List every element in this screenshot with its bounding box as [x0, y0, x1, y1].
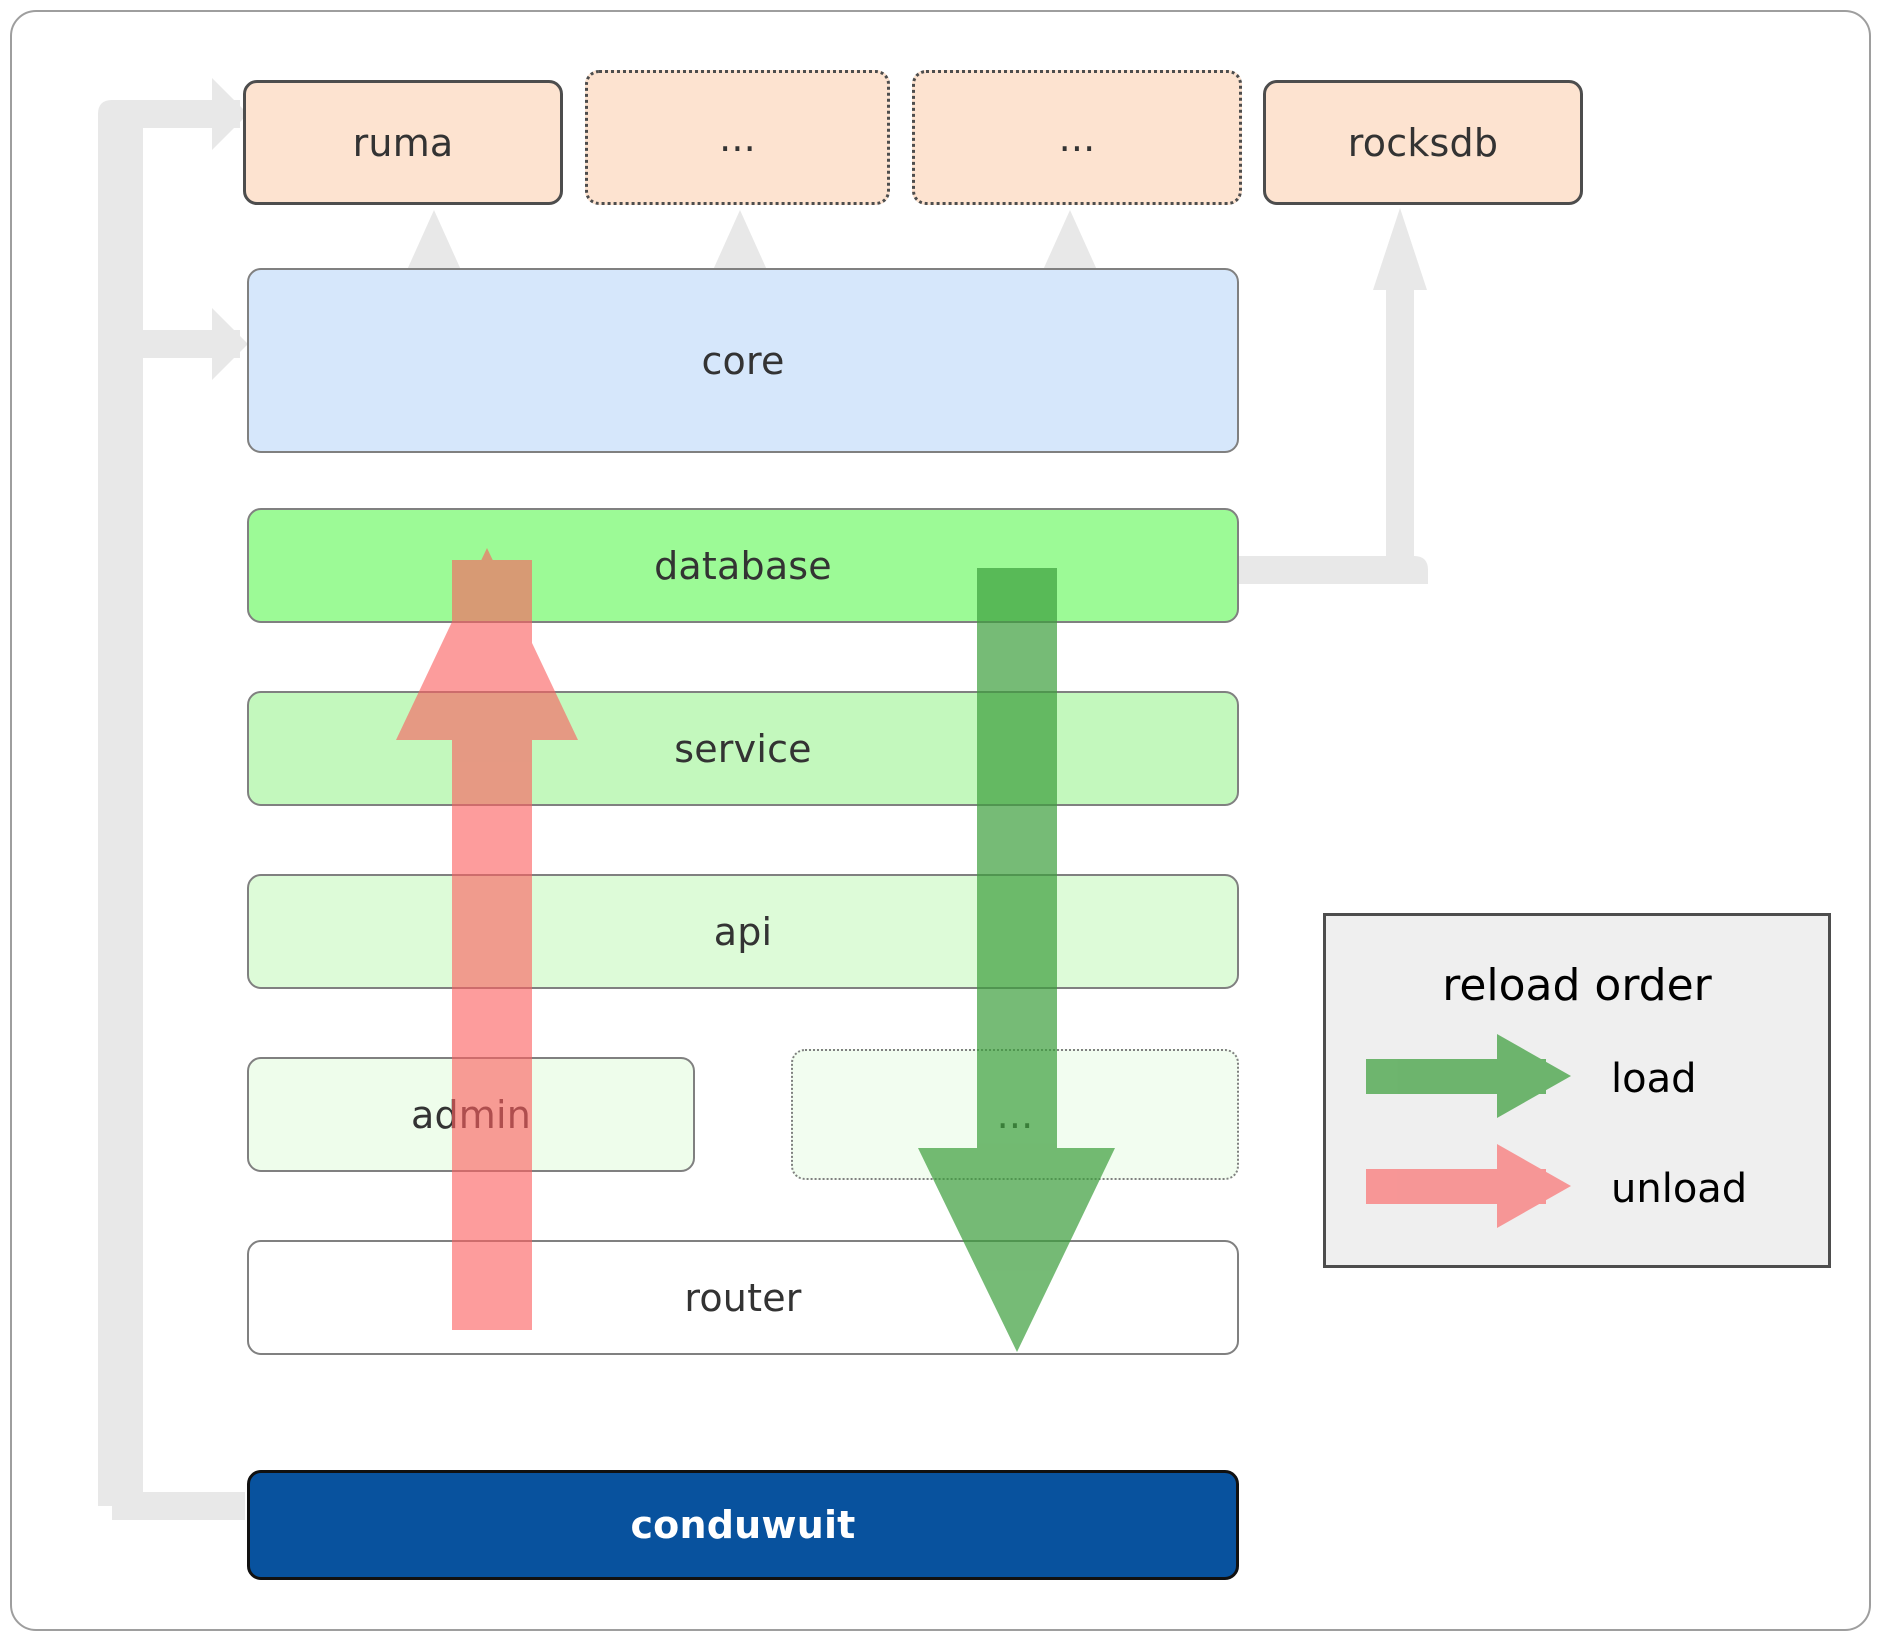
legend-label-unload: unload	[1611, 1166, 1748, 1212]
legend-arrows	[1366, 1034, 1571, 1228]
node-database-label: database	[654, 543, 832, 588]
node-database[interactable]: database	[247, 508, 1239, 623]
node-router[interactable]: router	[247, 1240, 1239, 1355]
node-admin-ellipsis[interactable]: ...	[791, 1049, 1239, 1180]
node-router-label: router	[684, 1275, 802, 1320]
node-conduwuit[interactable]: conduwuit	[247, 1470, 1239, 1580]
node-top-ellipsis-2-label: ...	[1058, 115, 1096, 160]
legend-unload-arrow	[1366, 1144, 1571, 1228]
node-conduwuit-label: conduwuit	[630, 1503, 856, 1547]
legend-title: reload order	[1442, 960, 1712, 1011]
node-rocksdb[interactable]: rocksdb	[1263, 80, 1583, 205]
node-core-label: core	[701, 338, 785, 383]
node-top-ellipsis-1-label: ...	[719, 115, 756, 160]
node-api-label: api	[713, 909, 773, 954]
node-admin[interactable]: admin	[247, 1057, 695, 1172]
node-top-ellipsis-1[interactable]: ...	[585, 70, 890, 205]
node-service[interactable]: service	[247, 691, 1239, 806]
legend-load-arrow	[1366, 1034, 1571, 1118]
node-core[interactable]: core	[247, 268, 1239, 453]
node-api[interactable]: api	[247, 874, 1239, 989]
node-top-ellipsis-2[interactable]: ...	[912, 70, 1242, 205]
legend-panel: reload order load unload	[1323, 913, 1831, 1268]
node-admin-ellipsis-label: ...	[996, 1092, 1034, 1137]
node-ruma[interactable]: ruma	[243, 80, 563, 205]
node-rocksdb-label: rocksdb	[1347, 120, 1499, 165]
node-admin-label: admin	[410, 1092, 532, 1137]
node-service-label: service	[674, 726, 812, 771]
node-ruma-label: ruma	[352, 120, 454, 165]
diagram-frame	[10, 10, 1871, 1631]
legend-label-load: load	[1611, 1056, 1697, 1102]
